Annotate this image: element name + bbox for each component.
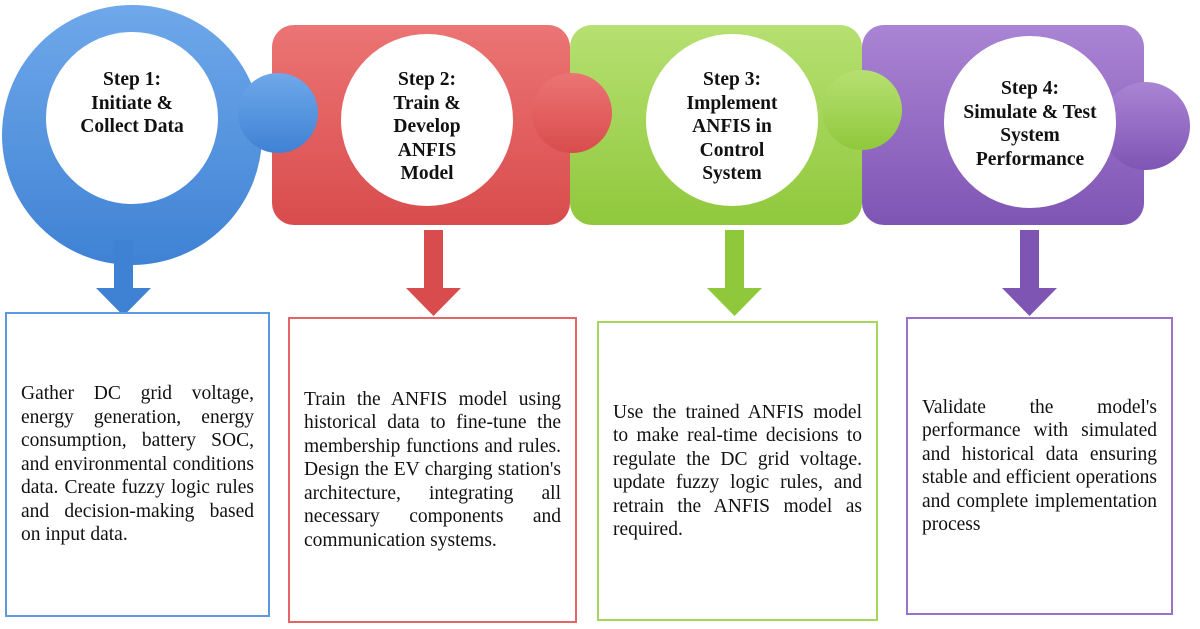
step-2-title-line: Train & xyxy=(393,92,461,114)
step-2-title-line: Develop xyxy=(393,116,461,137)
title-circle-step-3 xyxy=(646,34,818,206)
step-4-title: Step 4: Simulate & Test System Performan… xyxy=(945,77,1115,171)
step-2-title-line: Step 2: xyxy=(398,69,456,90)
step-3-description: Use the trained ANFIS model to make real… xyxy=(613,401,862,541)
step-4-description: Validate the model's performance with si… xyxy=(922,396,1157,536)
step-2-description: Train the ANFIS model using historical d… xyxy=(304,388,561,551)
step-3-title-line: Step 3: xyxy=(703,69,761,90)
step-2-title-line: Model xyxy=(400,163,454,184)
title-circle-step-4 xyxy=(944,36,1116,208)
step-3-description-box: Use the trained ANFIS model to make real… xyxy=(597,321,878,621)
step-3-title-line: Implement xyxy=(686,92,778,114)
step-4-title-line: Simulate & Test xyxy=(963,101,1097,123)
step-1-description: Gather DC grid voltage, energy generatio… xyxy=(21,383,254,546)
connector-tab-2-3 xyxy=(532,73,612,153)
step-1-title-line: Initiate & xyxy=(91,92,173,114)
step-4-title-line: Step 4: xyxy=(1001,78,1059,99)
step-2-title-line: ANFIS xyxy=(397,139,457,161)
step-3-title-line: ANFIS in xyxy=(692,116,772,137)
step-1-title: Step 1: Initiate & Collect Data xyxy=(57,68,207,139)
step-4-title-line: Performance xyxy=(975,148,1085,170)
step-1-description-box: Gather DC grid voltage, energy generatio… xyxy=(5,312,270,617)
step-1-title-line: Step 1: xyxy=(103,69,161,90)
step-1-title-line: Collect Data xyxy=(80,116,184,137)
step-3-title-line: Control xyxy=(699,139,765,161)
title-circle-step-1 xyxy=(46,32,218,204)
title-circle-step-2 xyxy=(341,34,513,206)
step-2-title: Step 2: Train & Develop ANFIS Model xyxy=(352,68,502,186)
step-4-description-box: Validate the model's performance with si… xyxy=(906,317,1173,615)
step-4-title-line: System xyxy=(1000,125,1060,146)
step-3-title-line: System xyxy=(702,163,762,184)
connector-tab-3-4 xyxy=(822,70,902,150)
step-3-title: Step 3: Implement ANFIS in Control Syste… xyxy=(657,68,807,186)
connector-tab-1-2 xyxy=(238,73,318,153)
step-2-description-box: Train the ANFIS model using historical d… xyxy=(288,317,577,623)
